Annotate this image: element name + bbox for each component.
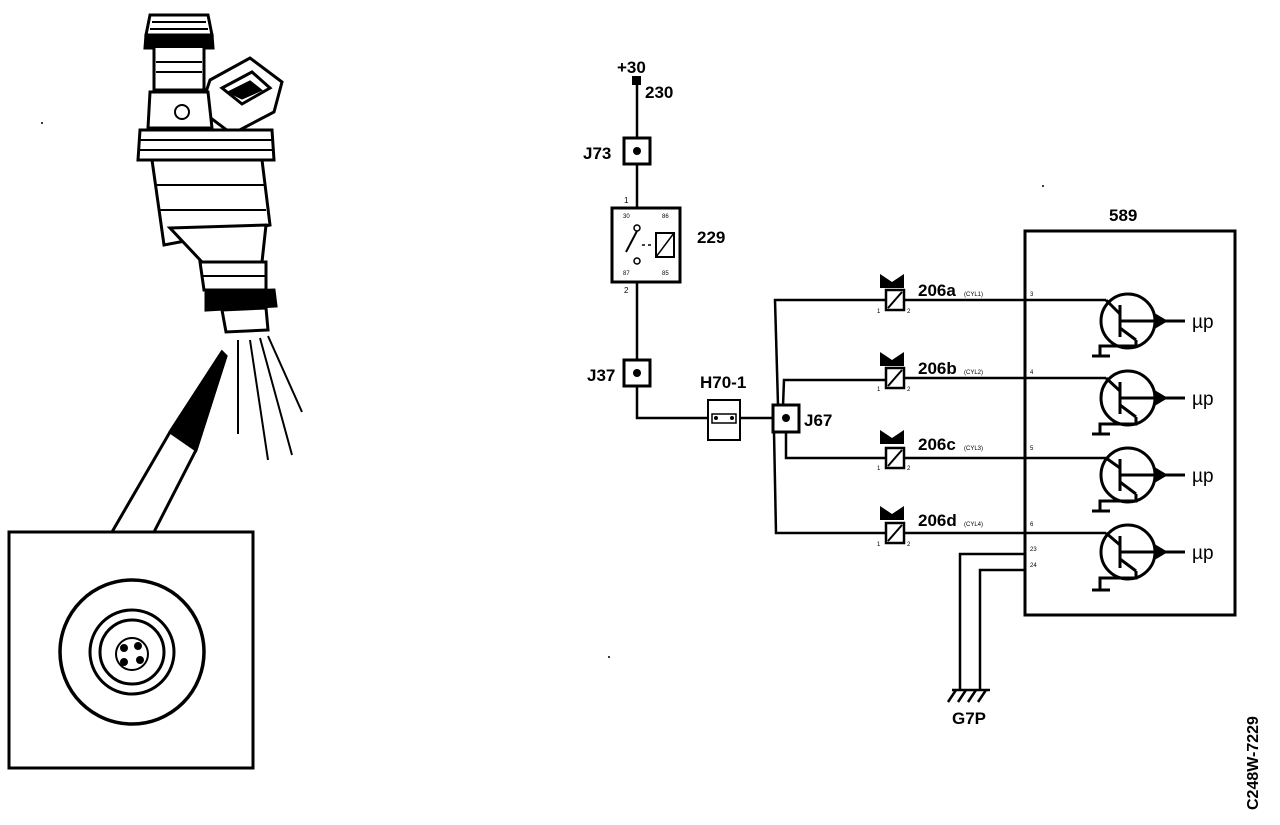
connector-h70-1-label: H70-1 xyxy=(700,373,746,392)
injector-206d-pin-left: 1 xyxy=(877,542,881,548)
injector-206d-pin-right: 2 xyxy=(907,542,911,548)
injector-206a: 1 2 206a (CYL1) 3 xyxy=(877,274,1034,315)
relay-pin-30: 30 xyxy=(623,214,630,220)
injector-206a-label: 206a xyxy=(918,281,956,300)
ground-g7p-label: G7P xyxy=(952,709,986,728)
connector-h70-1: H70-1 xyxy=(700,373,746,441)
injector-206a-pin-left: 1 xyxy=(877,309,881,315)
relay-pin-85: 85 xyxy=(662,271,669,277)
ecu-589: 589 23 24 µp µp xyxy=(1023,206,1237,617)
driver-transistor-4 xyxy=(1092,523,1185,592)
ecu-pin-4: 4 xyxy=(1030,370,1034,376)
wiring-lines xyxy=(635,76,1106,690)
ground-g7p xyxy=(946,688,990,703)
relay-connector-pin-2: 2 xyxy=(624,286,629,295)
supply-terminal-label: +30 xyxy=(617,58,646,77)
splice-j67-label: J67 xyxy=(804,411,832,430)
mu-p-label-3: µp xyxy=(1192,466,1214,487)
injector-206d: 1 2 206d (CYL4) 6 xyxy=(877,506,1034,548)
supply-wire-label: 230 xyxy=(645,83,673,102)
mu-p-label-1: µp xyxy=(1192,312,1214,333)
injector-206c-pin-right: 2 xyxy=(907,466,911,472)
injector-206b: 1 2 206b (CYL2) 4 xyxy=(877,352,1034,393)
ecu-pin-23: 23 xyxy=(1030,547,1037,553)
injector-206a-cyl: (CYL1) xyxy=(964,292,983,298)
splice-j67: J67 xyxy=(771,403,832,434)
mu-p-label-2: µp xyxy=(1192,389,1214,410)
driver-transistor-1 xyxy=(1092,292,1185,358)
injector-206c: 1 2 206c (CYL3) 5 xyxy=(877,430,1034,472)
injector-206b-label: 206b xyxy=(918,359,957,378)
scan-specks xyxy=(41,122,1044,658)
ecu-pin-5: 5 xyxy=(1030,446,1034,452)
relay-229: 1 30 86 87 85 2 229 xyxy=(610,196,725,295)
injector-206d-label: 206d xyxy=(918,511,957,530)
connector-j73-label: J73 xyxy=(583,144,611,163)
mu-p-label-4: µp xyxy=(1192,543,1214,564)
connector-j37: J37 xyxy=(587,358,652,388)
connector-j73: J73 xyxy=(583,136,652,166)
connector-j37-label: J37 xyxy=(587,366,615,385)
drawing-code: C248W-7229 xyxy=(1245,716,1262,810)
fuel-injector-illustration xyxy=(7,13,303,770)
injector-206c-cyl: (CYL3) xyxy=(964,446,983,452)
relay-connector-pin-1: 1 xyxy=(624,196,629,205)
injector-206c-pin-left: 1 xyxy=(877,466,881,472)
injector-206b-pin-left: 1 xyxy=(877,387,881,393)
driver-transistor-2 xyxy=(1092,369,1185,436)
injector-206c-label: 206c xyxy=(918,435,956,454)
ecu-pin-24: 24 xyxy=(1030,563,1037,569)
injector-206b-cyl: (CYL2) xyxy=(964,370,983,376)
injector-206d-cyl: (CYL4) xyxy=(964,522,983,528)
ecu-pin-3: 3 xyxy=(1030,292,1034,298)
relay-229-label: 229 xyxy=(697,228,725,247)
supply-terminal: +30 230 xyxy=(617,58,673,102)
driver-transistor-3 xyxy=(1092,446,1185,513)
injector-206b-pin-right: 2 xyxy=(907,387,911,393)
ecu-589-label: 589 xyxy=(1109,206,1137,225)
relay-pin-87: 87 xyxy=(623,271,630,277)
injector-206a-pin-right: 2 xyxy=(907,309,911,315)
relay-pin-86: 86 xyxy=(662,214,669,220)
ecu-pin-6: 6 xyxy=(1030,522,1034,528)
